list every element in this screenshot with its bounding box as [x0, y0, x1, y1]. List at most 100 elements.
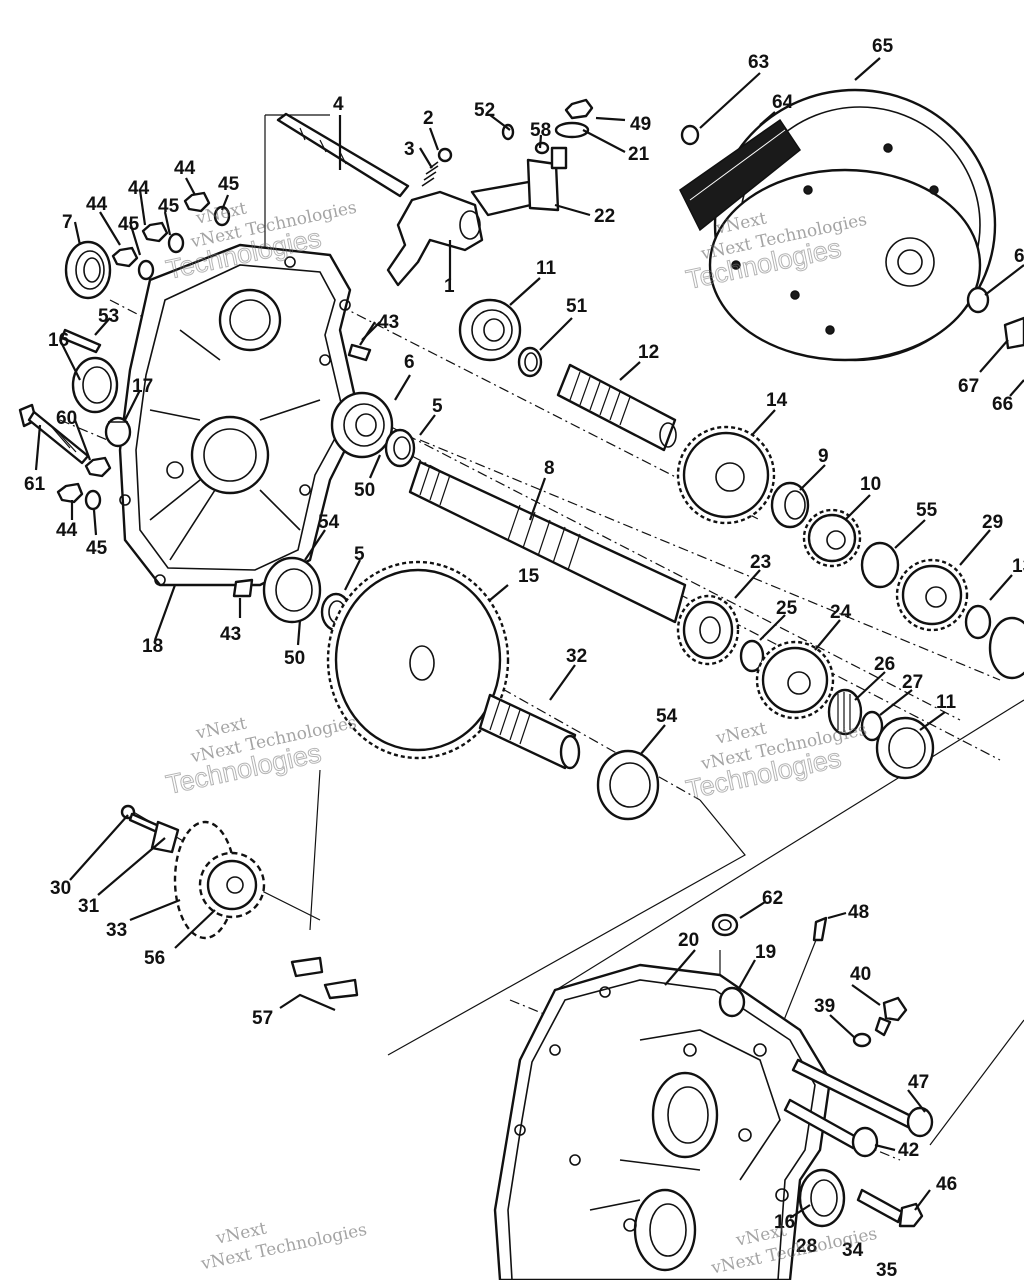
callout-48: 48 — [848, 902, 869, 923]
callout-2: 2 — [423, 108, 434, 129]
master-link-57 — [290, 956, 359, 1000]
callout-62: 62 — [762, 888, 783, 909]
large-gear-15 — [326, 560, 510, 760]
plug-40 — [874, 996, 908, 1037]
callout-22: 22 — [594, 206, 615, 227]
spacers-5-50 — [384, 428, 416, 468]
callout-3: 3 — [404, 139, 415, 160]
leader-lines — [34, 57, 1024, 1219]
drive-belt — [679, 118, 802, 232]
snap-ring-25 — [739, 639, 765, 673]
sleeve-9 — [770, 481, 810, 529]
callout-labels: 4 2 3 52 58 49 21 22 1 63 64 65 6 67 66 … — [24, 36, 1024, 1280]
callout-26: 26 — [874, 654, 895, 675]
callout-8: 8 — [544, 458, 555, 479]
gear-23 — [676, 594, 740, 666]
callout-63: 63 — [748, 52, 769, 73]
callout-7: 7 — [62, 212, 73, 233]
sprocket-56 — [198, 851, 266, 919]
bolt-46 — [856, 1188, 924, 1228]
seal-16-right — [798, 1168, 846, 1228]
left-case-half — [118, 243, 362, 587]
callout-67: 67 — [958, 376, 979, 397]
gear-24 — [755, 640, 835, 720]
bearing-11-top — [458, 298, 522, 362]
callout-6-right: 6 — [1014, 246, 1024, 267]
callout-66: 66 — [992, 394, 1013, 415]
bushing-19 — [718, 986, 746, 1018]
callout-45-d: 45 — [86, 538, 108, 559]
callout-54-lower: 54 — [656, 706, 678, 727]
washer-63 — [680, 124, 700, 146]
callout-25: 25 — [776, 598, 798, 619]
callout-16-right: 16 — [774, 1212, 795, 1233]
callout-12: 12 — [638, 342, 659, 363]
bearing-54-left — [262, 556, 322, 624]
callout-20: 20 — [678, 930, 699, 951]
oil-seal — [64, 240, 112, 300]
callout-54-left: 54 — [318, 512, 340, 533]
watermark-bottom-left: vNext vNext Technologies — [198, 1219, 368, 1275]
callout-9: 9 — [818, 446, 829, 467]
callout-28: 28 — [796, 1236, 817, 1257]
callout-60: 60 — [56, 408, 77, 429]
callout-43-lower: 43 — [220, 624, 241, 645]
callout-43-top: 43 — [378, 312, 399, 333]
callout-5-lower: 5 — [354, 544, 365, 565]
callout-18: 18 — [142, 636, 163, 657]
main-shaft-8 — [408, 460, 687, 624]
callout-39: 39 — [814, 996, 835, 1017]
callout-56: 56 — [144, 948, 165, 969]
callout-45-b: 45 — [158, 196, 180, 217]
right-case-half — [493, 963, 832, 1280]
callout-19: 19 — [755, 942, 776, 963]
shift-shaft — [276, 112, 410, 198]
callout-4: 4 — [333, 94, 344, 115]
output-shaft-32 — [478, 693, 581, 770]
callout-50-top: 50 — [354, 480, 375, 501]
washer-6-right — [966, 286, 990, 314]
watermark-mid-left: vNext vNext Technologies Technologies — [163, 713, 359, 801]
callout-50-lower: 50 — [284, 648, 305, 669]
callout-58: 58 — [530, 120, 551, 141]
callout-33: 33 — [106, 920, 127, 941]
callout-55: 55 — [916, 500, 938, 521]
sleeve-55 — [860, 541, 900, 589]
callout-44-a: 44 — [86, 194, 108, 215]
callout-15: 15 — [518, 566, 540, 587]
bearing-right-edge — [988, 616, 1024, 680]
callout-51: 51 — [566, 296, 588, 317]
gear-10 — [802, 508, 862, 568]
bolt — [18, 403, 90, 465]
dowel-pin — [60, 328, 102, 354]
callout-47: 47 — [908, 1072, 929, 1093]
callout-65: 65 — [872, 36, 894, 57]
callout-64: 64 — [772, 92, 794, 113]
hub-67 — [1003, 316, 1024, 350]
callout-24: 24 — [830, 602, 852, 623]
washer-39 — [852, 1032, 872, 1048]
callout-40: 40 — [850, 964, 871, 985]
callout-27: 27 — [902, 672, 923, 693]
snap-ring-51 — [517, 346, 543, 378]
callout-52: 52 — [474, 100, 495, 121]
callout-44-c: 44 — [174, 158, 196, 179]
bushing — [104, 416, 132, 448]
detent-ball-spring — [421, 147, 453, 187]
callout-6: 6 — [404, 352, 415, 373]
nuts-and-washers — [56, 191, 231, 511]
callout-11-top: 11 — [536, 258, 557, 279]
oil-seal-left — [71, 356, 119, 414]
callout-46: 46 — [936, 1174, 957, 1195]
callout-30: 30 — [50, 878, 71, 899]
shaft-12 — [556, 363, 677, 452]
callout-23: 23 — [750, 552, 771, 573]
callout-13: 13 — [1012, 556, 1024, 577]
needle-bearing-26 — [827, 688, 863, 736]
callout-45-a: 45 — [118, 214, 140, 235]
callout-42: 42 — [898, 1140, 919, 1161]
callout-53: 53 — [98, 306, 119, 327]
callout-45-c: 45 — [218, 174, 240, 195]
callout-44-d: 44 — [56, 520, 78, 541]
bearing-6 — [330, 391, 394, 459]
